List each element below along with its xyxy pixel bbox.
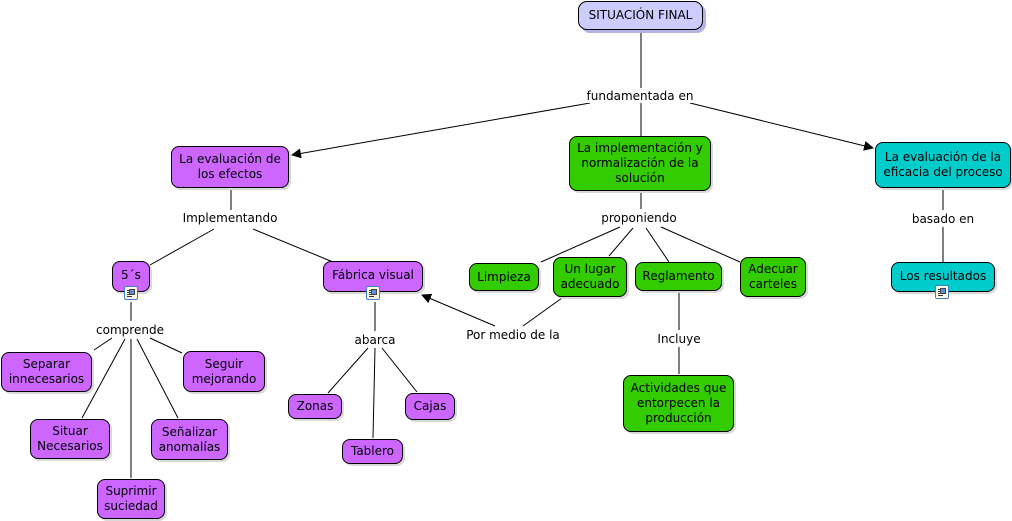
node-adecuar-carteles[interactable]: Adecuar carteles	[740, 257, 806, 297]
link-label-implementando: Implementando	[180, 211, 280, 225]
link-abarca-zonas	[327, 347, 369, 394]
node-zonas[interactable]: Zonas	[288, 394, 342, 419]
node-situar-necesarios[interactable]: Situar Necesarios	[30, 419, 110, 459]
link-proponiendo-limpieza	[540, 226, 621, 263]
node-situacion-final[interactable]: SITUACIÓN FINAL	[578, 1, 703, 30]
link-fundamentada-eval-eficacia	[689, 102, 874, 151]
node-reglamento[interactable]: Reglamento	[635, 262, 722, 291]
link-label-proponiendo: proponiendo	[599, 211, 679, 225]
link-comprende-seguir	[149, 337, 183, 354]
link-proponiendo-carteles	[660, 226, 741, 263]
node-un-lugar-adecuado[interactable]: Un lugar adecuado	[553, 257, 627, 297]
link-implementando-cinco-s	[149, 228, 215, 266]
link-abarca-tablero	[372, 347, 376, 439]
node-cajas[interactable]: Cajas	[405, 393, 455, 420]
link-proponiendo-reglamento	[645, 227, 670, 263]
node-evaluacion-eficacia[interactable]: La evaluación de la eficacia del proceso	[875, 142, 1011, 188]
link-label-incluye: Incluye	[655, 332, 703, 346]
link-label-comprende: comprende	[94, 323, 166, 337]
link-comprende-situar	[81, 338, 126, 419]
link-label-por-medio-de-la: Por medio de la	[464, 328, 562, 342]
node-separar-innecesarios[interactable]: Separar innecesarios	[1, 352, 92, 392]
node-seguir-mejorando[interactable]: Seguir mejorando	[183, 351, 265, 392]
link-label-fundamentada-en: fundamentada en	[584, 89, 696, 103]
resource-document-icon[interactable]	[366, 286, 380, 300]
node-implementacion-normalizacion[interactable]: La implementación y normalización de la …	[569, 136, 711, 191]
node-senalizar-anomalias[interactable]: Señalizar anomalías	[151, 419, 228, 460]
link-label-basado-en: basado en	[909, 212, 977, 226]
node-tablero[interactable]: Tablero	[342, 439, 403, 464]
link-label-abarca: abarca	[352, 333, 398, 347]
link-implementando-fabrica	[252, 228, 334, 263]
link-comprende-separar	[93, 337, 113, 351]
link-fundamentada-eval-efectos	[291, 102, 591, 159]
node-actividades-entorpecen[interactable]: Actividades que entorpecen la producción	[623, 375, 734, 432]
link-proponiendo-lugar	[608, 227, 634, 257]
link-abarca-cajas	[381, 347, 418, 393]
node-evaluacion-efectos[interactable]: La evaluación de los efectos	[171, 146, 289, 188]
node-cinco-s[interactable]: 5´s	[112, 261, 150, 292]
link-comprende-senalizar	[136, 338, 179, 419]
resource-document-icon[interactable]	[935, 285, 949, 299]
node-limpieza[interactable]: Limpieza	[469, 263, 539, 291]
link-pormedio-fabrica	[421, 293, 496, 327]
resource-document-icon[interactable]	[124, 286, 138, 300]
link-lugar-pormedio	[522, 297, 563, 327]
node-suprimir-suciedad[interactable]: Suprimir suciedad	[97, 479, 165, 519]
